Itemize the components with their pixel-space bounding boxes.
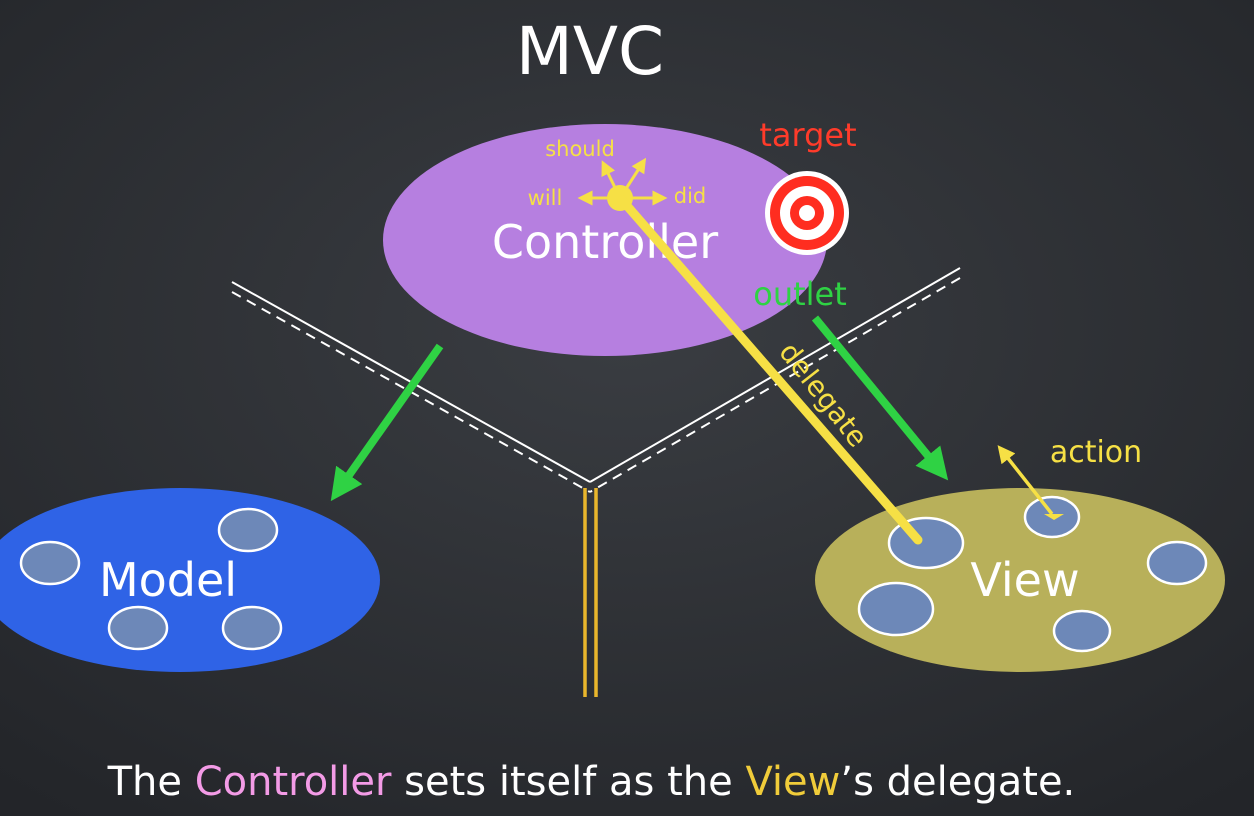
model-subobjects xyxy=(19,507,283,651)
diagram-title: MVC xyxy=(516,13,664,90)
caption-suffix: ’s delegate. xyxy=(840,759,1075,805)
target-label: target xyxy=(759,116,856,154)
word-did: did xyxy=(674,184,707,208)
action-arrow xyxy=(997,445,1054,516)
outlet-label: outlet xyxy=(753,275,847,313)
caption-controller: Controller xyxy=(195,759,392,805)
outlet-arrow xyxy=(811,315,949,481)
controller-ellipse xyxy=(383,124,827,356)
action-label: action xyxy=(1050,435,1142,470)
controller-model-arrow xyxy=(330,343,444,502)
delegate-line xyxy=(617,195,923,545)
caption-middle: sets itself as the xyxy=(391,759,745,805)
controller-label: Controller xyxy=(492,215,718,269)
view-label: View xyxy=(970,553,1079,607)
caption-view: View xyxy=(745,759,840,805)
view-subobjects xyxy=(857,495,1208,653)
caption: The Controller sets itself as the View’s… xyxy=(44,759,1113,805)
word-should: should xyxy=(545,137,615,161)
caption-prefix: The xyxy=(107,759,195,805)
model-label: Model xyxy=(99,553,237,607)
word-will: will xyxy=(528,186,563,210)
target-icon xyxy=(765,171,849,255)
model-ellipse xyxy=(0,488,380,672)
action-tail-icon xyxy=(1044,514,1064,520)
